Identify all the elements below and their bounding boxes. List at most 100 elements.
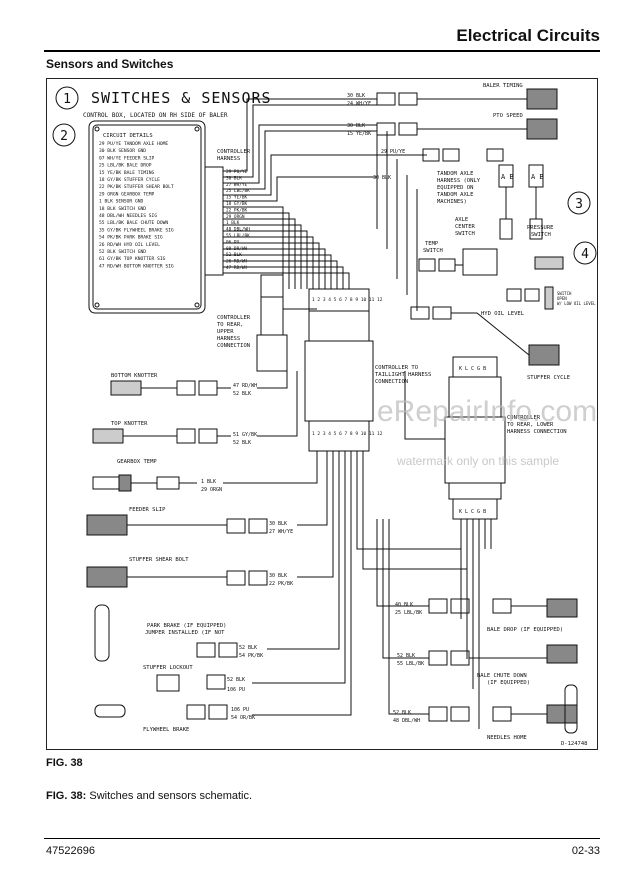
svg-text:MACHINES): MACHINES) xyxy=(437,199,467,205)
svg-text:TANDOM AXLE: TANDOM AXLE xyxy=(437,192,473,198)
harness-wire-label: 29 PU/YE xyxy=(226,169,248,175)
svg-text:51 GY/BK: 51 GY/BK xyxy=(233,432,257,438)
stuffer-cycle-sensor: STUFFER CYCLE xyxy=(410,306,570,381)
svg-text:NEEDLES HOME: NEEDLES HOME xyxy=(487,735,527,741)
svg-text:PARK BRAKE (IF EQUIPPED): PARK BRAKE (IF EQUIPPED) xyxy=(147,623,226,629)
svg-text:W/ LOW OIL LEVEL: W/ LOW OIL LEVEL xyxy=(557,301,596,306)
figure-caption: FIG. 38: Switches and sensors schematic. xyxy=(46,790,252,802)
svg-text:EQUIPPED ON: EQUIPPED ON xyxy=(437,185,473,191)
svg-text:55 LBL/BK: 55 LBL/BK xyxy=(397,661,424,667)
svg-text:29 PU/YE: 29 PU/YE xyxy=(381,149,405,155)
svg-text:BALER TIMING: BALER TIMING xyxy=(483,83,523,89)
right-wires xyxy=(356,371,467,715)
svg-text:30 BLK: 30 BLK xyxy=(347,123,365,129)
harness-wire-label: 1 BLK xyxy=(226,220,240,226)
svg-text:TAILLIGHT HARNESS: TAILLIGHT HARNESS xyxy=(375,372,431,378)
svg-text:JUMPER INSTALLED (IF NOT: JUMPER INSTALLED (IF NOT xyxy=(145,630,225,636)
svg-text:K L C G B: K L C G B xyxy=(459,509,486,515)
circuit-detail-line: 25 LBL/BK BALE DROP xyxy=(99,163,152,169)
svg-text:2: 2 xyxy=(60,129,68,144)
svg-text:54 OR/BK: 54 OR/BK xyxy=(231,715,255,721)
stuffer-shear-bolt-sensor: STUFFER SHEAR BOLT 30 BLK 22 PK/BK xyxy=(86,557,293,588)
svg-text:47 RD/WH: 47 RD/WH xyxy=(233,383,257,389)
callout-1: 1 xyxy=(55,86,79,110)
circuit-detail-line: 47 RD/WH BOTTOM KNOTTER SIG xyxy=(99,263,174,269)
pto-speed-sensor: PTO SPEED 30 BLK 15 YE/BK xyxy=(347,113,558,140)
svg-text:30 BLK: 30 BLK xyxy=(347,93,365,99)
circuit-detail-line: 18 BLK SWITCH GND xyxy=(99,206,146,212)
svg-text:52 BLK: 52 BLK xyxy=(393,710,411,716)
svg-text:HARNESS: HARNESS xyxy=(217,336,240,342)
baler-timing-sensor: BALER TIMING 30 BLK 24 WH/YE xyxy=(347,83,558,110)
temp-switch: TEMP SWITCH xyxy=(418,241,463,272)
gearbox-temp-sensor: GEARBOX TEMP 1 BLK 29 ORGN xyxy=(92,459,222,493)
svg-text:UPPER: UPPER xyxy=(217,329,234,335)
svg-text:BALE CHUTE DOWN: BALE CHUTE DOWN xyxy=(477,673,527,679)
svg-text:15 YE/BK: 15 YE/BK xyxy=(347,131,371,137)
harness-wire-label: 18 GY/BK xyxy=(226,201,248,207)
svg-text:48 DBL/WH: 48 DBL/WH xyxy=(393,718,420,724)
harness-wire-label: 48 DBL/WH xyxy=(226,227,250,233)
svg-text:CONTROLLER: CONTROLLER xyxy=(507,415,541,421)
svg-text:TO REAR, LOWER: TO REAR, LOWER xyxy=(507,422,554,428)
svg-text:3: 3 xyxy=(575,197,583,212)
harness-wire-label: 15 YE/BK xyxy=(226,195,248,201)
svg-text:K L C G B: K L C G B xyxy=(459,366,486,372)
svg-text:52 BLK: 52 BLK xyxy=(397,653,415,659)
svg-text:AXLE: AXLE xyxy=(455,217,468,223)
svg-text:PRESSURE: PRESSURE xyxy=(527,225,554,231)
circuit-detail-line: 26 RD/WH HYD OIL LEVEL xyxy=(99,242,160,248)
section-title: Sensors and Switches xyxy=(46,57,174,71)
tandom-axle-harness: 29 PU/YE 30 BLK TANDOM AXLE HARNESS (ONL… xyxy=(373,148,564,276)
svg-text:STUFFER CYCLE: STUFFER CYCLE xyxy=(527,375,570,381)
svg-text:1 BLK: 1 BLK xyxy=(201,479,216,485)
svg-text:A B: A B xyxy=(501,173,514,181)
circuit-detail-line: 54 PK/BK PARK BRAKE SIG xyxy=(99,235,163,241)
circuit-detail-line: 35 GY/BK FLYWHEEL BRAKE SIG xyxy=(99,227,174,233)
svg-text:HARNESS: HARNESS xyxy=(217,156,240,162)
svg-text:BOTTOM KNOTTER: BOTTOM KNOTTER xyxy=(111,373,158,379)
svg-text:GEARBOX TEMP: GEARBOX TEMP xyxy=(117,459,157,465)
svg-text:FEEDER SLIP: FEEDER SLIP xyxy=(129,507,166,513)
svg-text:SWITCH: SWITCH xyxy=(423,248,443,254)
bale-drop-sensor: BALE DROP (IF EQUIPPED) 40 BLK 25 LBL/BK xyxy=(395,598,578,633)
diagram-title: SWITCHES & SENSORS xyxy=(91,89,272,107)
bottom-knotter-sensor: BOTTOM KNOTTER 47 RD/WH 52 BLK xyxy=(110,373,257,397)
svg-text:25 LBL/BK: 25 LBL/BK xyxy=(395,610,422,616)
circuit-detail-line: 30 BLK SENSOR GND xyxy=(99,148,146,154)
svg-text:1: 1 xyxy=(63,92,71,107)
svg-text:(IF EQUIPPED): (IF EQUIPPED) xyxy=(487,680,530,686)
footer-page-number: 02-33 xyxy=(571,845,600,857)
needles-home-sensor: NEEDLES HOME 52 BLK 48 DBL/WH xyxy=(393,684,578,741)
svg-text:STUFFER SHEAR BOLT: STUFFER SHEAR BOLT xyxy=(129,557,189,563)
svg-text:SWITCH: SWITCH xyxy=(531,232,551,238)
svg-text:52 BLK: 52 BLK xyxy=(233,391,251,397)
svg-text:CENTER: CENTER xyxy=(455,224,476,230)
rear-lower-harness-connector: K L C G B K L C G B CONTROLLER TO REAR, … xyxy=(444,356,567,729)
control-box: CIRCUIT DETAILS 29 PU/YE TANDOM AXLE HOM… xyxy=(88,120,206,314)
flywheel-brake-switch: 106 PU 54 OR/BK FLYWHEEL BRAKE xyxy=(94,704,255,733)
svg-text:TO REAR,: TO REAR, xyxy=(217,322,244,328)
harness-wire-label: 47 RD/WH xyxy=(226,265,248,271)
header-rule xyxy=(44,50,600,52)
svg-text:27 WH/YE: 27 WH/YE xyxy=(269,529,293,535)
top-knotter-sensor: TOP KNOTTER 51 GY/BK 52 BLK xyxy=(92,421,257,446)
circuit-detail-line: 48 DBL/WH NEEDLES SIG xyxy=(99,213,157,219)
harness-wire-label: 27 WH/YE xyxy=(226,182,248,188)
circuit-detail-line: 29 ORGN GEARBOX TEMP xyxy=(99,191,155,197)
svg-text:HARNESS (ONLY: HARNESS (ONLY xyxy=(437,178,481,184)
svg-text:29 ORGN: 29 ORGN xyxy=(201,487,222,493)
svg-text:CIRCUIT DETAILS: CIRCUIT DETAILS xyxy=(103,133,153,139)
svg-text:52 BLK: 52 BLK xyxy=(239,645,257,651)
circuit-detail-line: 22 PK/BK STUFFER SHEAR BOLT xyxy=(99,184,174,190)
watermark-note: watermark only on this sample xyxy=(396,454,559,468)
svg-text:CONNECTION: CONNECTION xyxy=(375,379,408,385)
svg-text:30 BLK: 30 BLK xyxy=(269,521,287,527)
figure-caption-label: FIG. 38: xyxy=(46,790,87,802)
svg-text:A B: A B xyxy=(531,173,544,181)
harness-wire-label: 29 ORGN xyxy=(226,214,245,220)
svg-text:CONTROLLER: CONTROLLER xyxy=(217,315,251,321)
svg-text:CONNECTION: CONNECTION xyxy=(217,343,250,349)
schematic-diagram: 1 SWITCHES & SENSORS CONTROL BOX, LOCATE… xyxy=(46,78,598,750)
